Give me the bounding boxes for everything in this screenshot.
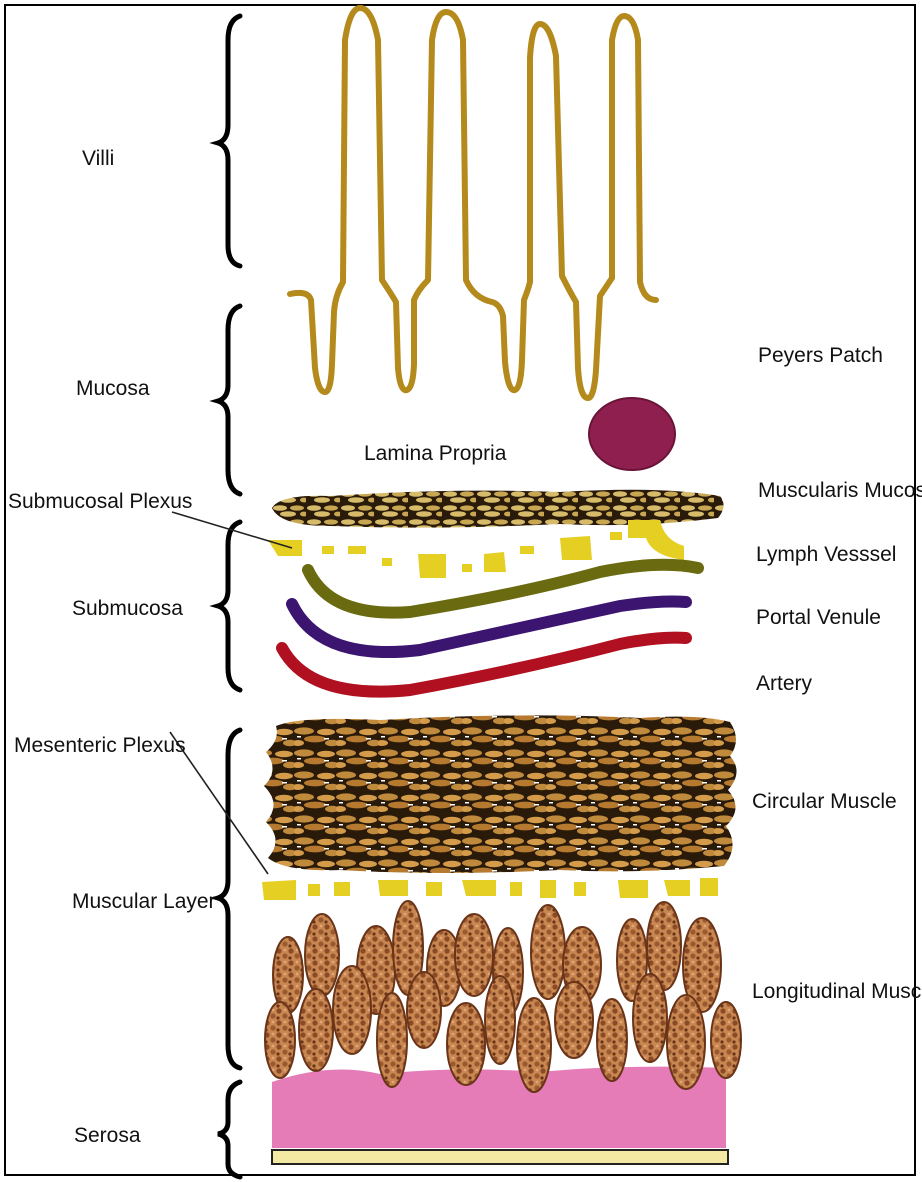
label-peyers-patch: Peyers Patch xyxy=(758,344,883,367)
longitudinal-muscle-clusters xyxy=(265,901,741,1092)
longitudinal-muscle-cluster xyxy=(633,974,667,1062)
label-villi: Villi xyxy=(82,147,114,170)
label-lymph-vessel: Lymph Vesssel xyxy=(756,543,896,566)
muscular-layer-brace xyxy=(218,730,240,1068)
longitudinal-muscle-cluster xyxy=(555,982,593,1058)
longitudinal-muscle-cluster xyxy=(485,976,515,1064)
longitudinal-muscle-cluster xyxy=(667,995,705,1089)
longitudinal-muscle-cluster xyxy=(711,1002,741,1078)
label-muscular-layer: Muscular Layer xyxy=(72,890,216,913)
villi-outline xyxy=(290,8,656,398)
circular-muscle-band xyxy=(264,715,737,873)
label-artery: Artery xyxy=(756,672,813,695)
label-portal-venule: Portal Venule xyxy=(756,606,881,629)
longitudinal-muscle-cluster xyxy=(377,993,407,1087)
longitudinal-muscle-cluster xyxy=(333,966,371,1054)
serosa-brace xyxy=(218,1082,240,1177)
label-lamina-propria: Lamina Propria xyxy=(364,442,507,465)
longitudinal-muscle-cluster xyxy=(407,972,441,1048)
longitudinal-muscle-cluster xyxy=(265,1002,295,1078)
label-muscularis-mucosa: Muscularis Mucosa xyxy=(758,479,922,502)
longitudinal-muscle-cluster xyxy=(531,905,565,999)
longitudinal-muscle-cluster xyxy=(517,998,551,1092)
label-submucosal-plexus: Submucosal Plexus xyxy=(8,490,192,513)
submucosa-brace xyxy=(218,522,240,690)
submucosal-plexus-pointer xyxy=(172,512,292,548)
longitudinal-muscle-cluster xyxy=(447,1003,485,1085)
label-mesenteric-plexus: Mesenteric Plexus xyxy=(14,734,186,757)
longitudinal-muscle-cluster xyxy=(305,914,339,996)
villi-brace xyxy=(218,16,240,266)
mucosa-brace xyxy=(218,306,240,494)
label-circular-muscle: Circular Muscle xyxy=(752,790,897,813)
serosa-base-line xyxy=(272,1150,728,1164)
label-serosa: Serosa xyxy=(74,1124,141,1147)
left-braces xyxy=(218,16,240,1177)
label-longitudinal-muscle: Longitudinal Muscle xyxy=(752,980,922,1003)
serosa-band xyxy=(272,1067,726,1148)
longitudinal-muscle-cluster xyxy=(455,914,493,996)
longitudinal-muscle-cluster xyxy=(597,999,627,1081)
longitudinal-muscle-cluster xyxy=(299,989,333,1071)
label-submucosa: Submucosa xyxy=(72,597,183,620)
mesenteric-plexus xyxy=(262,878,718,900)
label-mucosa: Mucosa xyxy=(76,377,150,400)
peyers-patch-ellipse xyxy=(589,398,675,470)
